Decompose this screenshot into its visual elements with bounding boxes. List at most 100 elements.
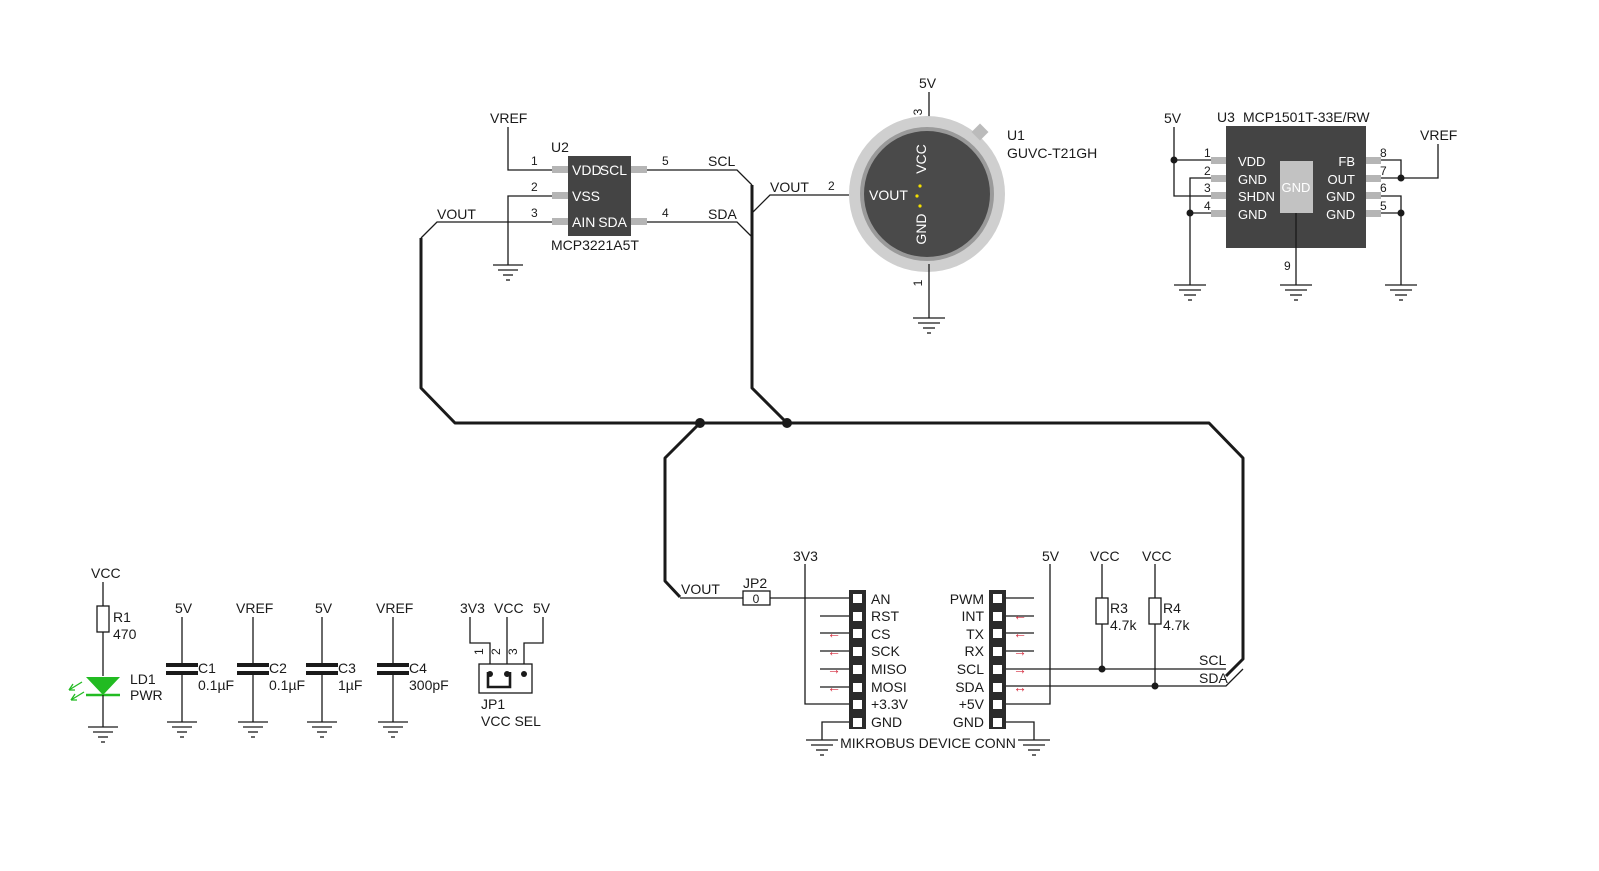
- u3-part: MCP1501T-33E/RW: [1243, 109, 1370, 125]
- u3-right-ground-symbol: [1385, 284, 1417, 301]
- u2-vref-wire: [507, 127, 554, 171]
- u3-pin6-num: 6: [1380, 181, 1387, 195]
- u2-scl-wire: [647, 169, 753, 186]
- c1-plate-bottom: [166, 671, 198, 675]
- u3-pin3-num: 3: [1204, 181, 1211, 195]
- r1-ref: R1: [113, 609, 131, 625]
- bus-junction-left: [695, 418, 705, 428]
- u1-vout-label: VOUT: [869, 187, 908, 203]
- jp1-pin3-num: 3: [506, 648, 520, 655]
- u3-gnd4-label: GND: [1238, 207, 1267, 222]
- u1-uv-sensor: 5V 3 VCC VOUT GND U1 GUVC-T21GH 2 VOUT 1: [751, 75, 1097, 334]
- jp1-wire-1: [469, 617, 491, 672]
- u2-ground-symbol: [493, 264, 523, 281]
- jp1-ref: JP1: [481, 696, 505, 712]
- tx-arrow-icon: ←: [1013, 625, 1027, 641]
- mikrobus-3v3-net: 3V3: [793, 548, 818, 564]
- c4-plate-top: [377, 663, 409, 667]
- u3-vdd-junction: [1170, 156, 1178, 164]
- u2-pad3: [552, 218, 568, 225]
- c3-ground-symbol: [307, 721, 337, 738]
- jp1-pin1-dot: [487, 671, 493, 677]
- u2-sda-label: SDA: [598, 214, 627, 230]
- u1-part: GUVC-T21GH: [1007, 145, 1097, 161]
- pullup-r4: VCC R4 4.7k: [1142, 548, 1190, 690]
- cs-arrow-icon: ←: [827, 625, 841, 641]
- mikrobus-tx-label: TX: [966, 626, 985, 642]
- u1-pin3-num: 3: [911, 108, 925, 115]
- power-led-circuit: VCC R1 470 LD1 PWR: [68, 565, 163, 743]
- jp1-pin2-dot: [504, 671, 510, 677]
- c2-plate-top: [237, 663, 269, 667]
- u2-adc: VREF 1 2 3 VOUT VDD VSS AIN SDA SCL U2 M…: [420, 110, 753, 281]
- c1-ground-symbol: [167, 721, 197, 738]
- u2-ain-wire: [420, 221, 554, 239]
- mikrobus-rst-label: RST: [871, 608, 899, 624]
- mosi-arrow-icon: ←: [827, 679, 841, 695]
- u1-marker-dot-3: [918, 204, 922, 208]
- jp1-jumper-bridge: [486, 672, 512, 689]
- r1-value: 470: [113, 626, 137, 642]
- u2-vout-net: VOUT: [437, 206, 476, 222]
- u2-pad4: [631, 218, 647, 225]
- u1-vcc-label: VCC: [913, 144, 929, 174]
- u3-fb-label: FB: [1338, 154, 1355, 169]
- mikrobus-miso-label: MISO: [871, 661, 907, 677]
- c4-value: 300pF: [409, 677, 449, 693]
- jp1-net-5v: 5V: [533, 600, 551, 616]
- u3-gnd2-label: GND: [1238, 172, 1267, 187]
- u3-pad1: [1211, 157, 1226, 164]
- u2-pad2: [552, 192, 568, 199]
- scl-sda-bus: [750, 185, 789, 425]
- u1-gnd-label: GND: [913, 213, 929, 244]
- mikrobus-sda-label: SDA: [955, 679, 984, 695]
- mikrobus-mosi-label: MOSI: [871, 679, 907, 695]
- mikrobus-int-label: INT: [961, 608, 984, 624]
- u2-ref: U2: [551, 139, 569, 155]
- sda-arrow-icon: ↔: [1013, 679, 1027, 695]
- c3-value: 1µF: [338, 677, 362, 693]
- mikrobus-right-header-pins: [993, 594, 1002, 727]
- mikrobus-left-stubs: [820, 615, 850, 688]
- u3-pin5-num: 5: [1380, 199, 1387, 213]
- u2-sda-wire: [647, 221, 753, 238]
- u3-left-gnd-wire: [1189, 177, 1212, 285]
- u1-tab: [971, 123, 989, 141]
- mikrobus-left-header: [849, 590, 866, 729]
- mikrobus-scl-net: SCL: [1199, 652, 1226, 668]
- mikrobus-sda-wire: [1006, 668, 1244, 687]
- led-ground-symbol: [88, 726, 118, 743]
- c3-net: 5V: [315, 600, 333, 616]
- u1-5v-net: 5V: [919, 75, 937, 91]
- u3-left-ground-symbol: [1174, 284, 1206, 301]
- u3-pin4-num: 4: [1204, 199, 1211, 213]
- c4-plate-bottom: [377, 671, 409, 675]
- mikrobus-5v-net: 5V: [1042, 548, 1060, 564]
- mikrobus-3v3-label: +3.3V: [871, 696, 909, 712]
- u1-body: [864, 131, 990, 257]
- u1-ref: U1: [1007, 127, 1025, 143]
- u3-pad5: [1366, 210, 1381, 217]
- r4-ref: R4: [1163, 600, 1181, 616]
- u3-out-label: OUT: [1328, 172, 1356, 187]
- jp1-pin2-num: 2: [489, 648, 503, 655]
- u3-fb-wire: [1381, 159, 1402, 178]
- mikrobus-3v3-wire: [804, 564, 850, 705]
- mikrobus-right-header: [989, 590, 1006, 729]
- r3-ref: R3: [1110, 600, 1128, 616]
- u3-out-wire: [1381, 144, 1439, 179]
- u2-sda-net: SDA: [708, 206, 737, 222]
- mikrobus-an-label: AN: [871, 591, 890, 607]
- jp1-label: VCC SEL: [481, 713, 541, 729]
- u2-pad1: [552, 166, 568, 173]
- u3-out-junction: [1397, 174, 1405, 182]
- u3-right-gnd-junction: [1397, 209, 1405, 217]
- mikrobus-5v-wire: [1006, 564, 1051, 705]
- u2-part: MCP3221A5T: [551, 237, 639, 253]
- led-diode-icon: [86, 677, 120, 695]
- u1-marker-dot-2: [915, 194, 919, 198]
- c2-ref: C2: [269, 660, 287, 676]
- r4-vcc-net: VCC: [1142, 548, 1172, 564]
- u3-5v-wire: [1173, 127, 1212, 197]
